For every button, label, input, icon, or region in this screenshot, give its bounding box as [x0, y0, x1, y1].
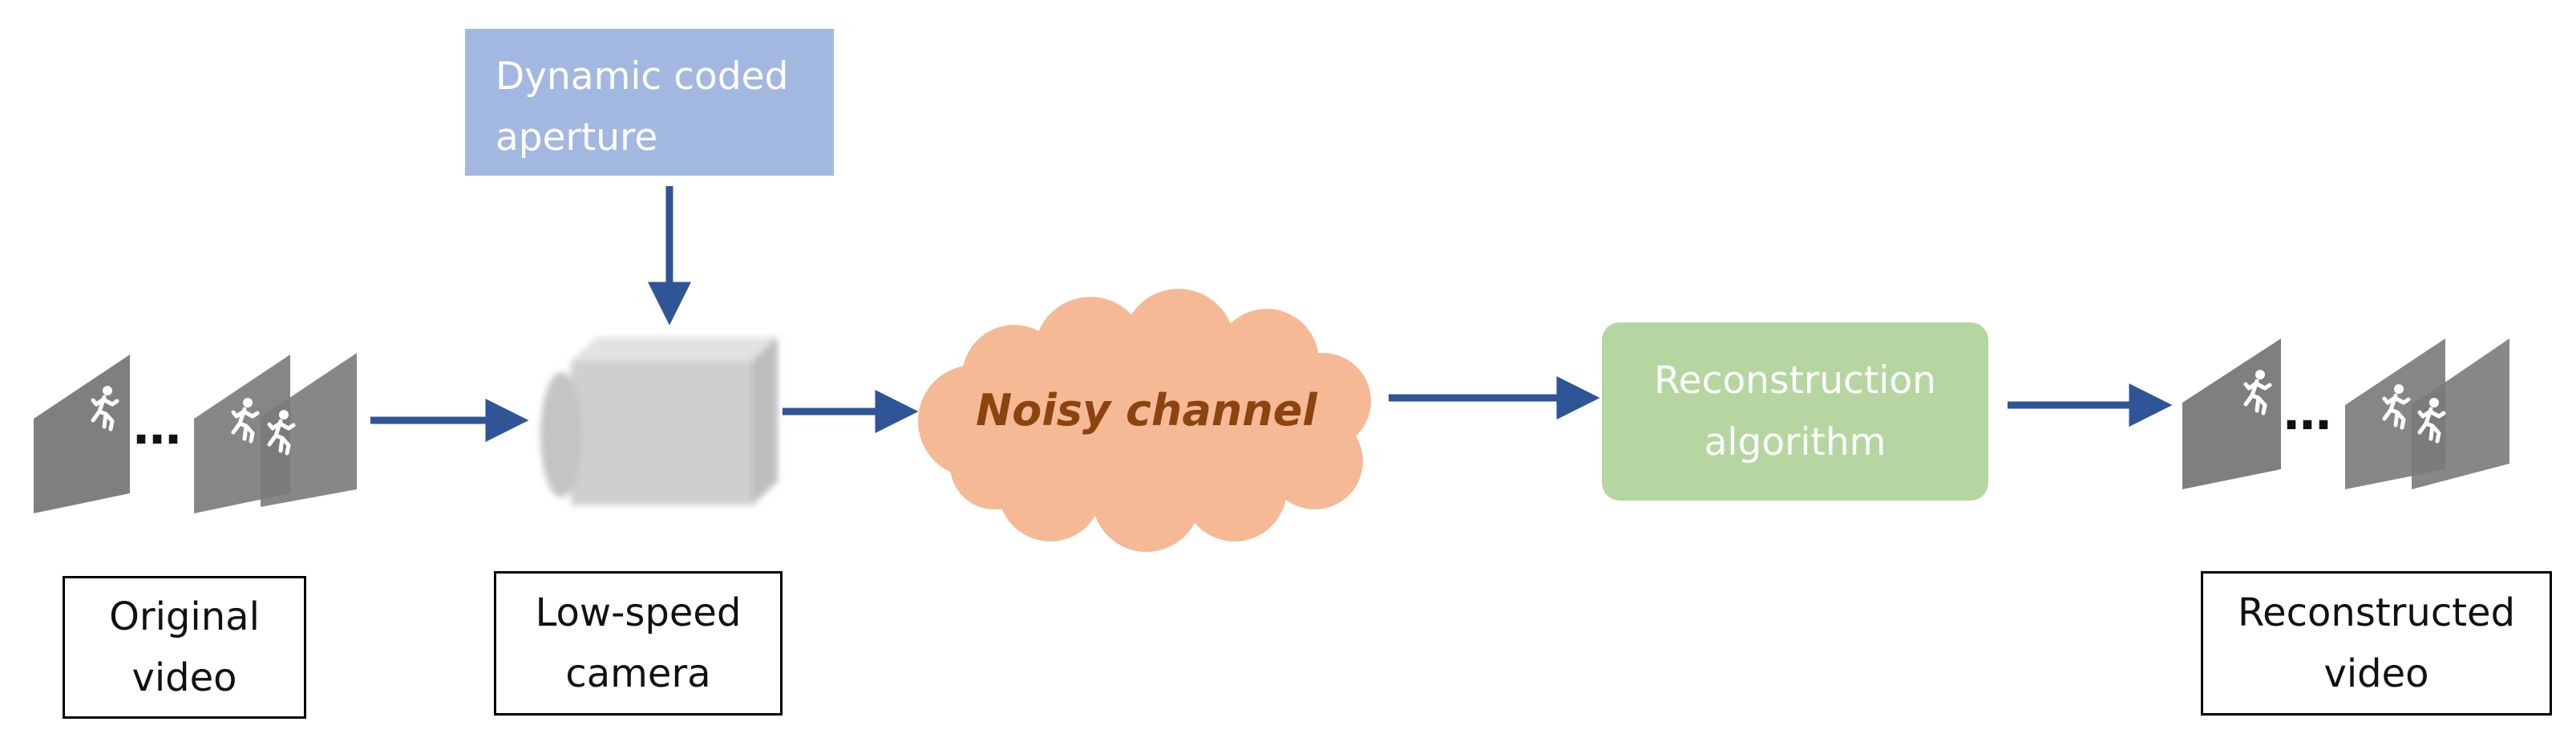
original-video-label: Original video [63, 576, 306, 719]
aperture-label-line1: Dynamic coded [495, 55, 789, 99]
frames-ellipsis: … [133, 399, 181, 456]
reconstruction-algorithm-box: Reconstruction algorithm [1602, 322, 1988, 501]
reconstructed-video-frames [2182, 339, 2509, 489]
noisy-channel-cloud [918, 289, 1371, 552]
aperture-label-line2: aperture [495, 116, 658, 160]
reconstruction-label-line1: Reconstruction [1654, 359, 1936, 403]
dynamic-coded-aperture-box: Dynamic coded aperture [465, 29, 834, 176]
reconstructed-video-label: Reconstructed video [2201, 571, 2552, 716]
camera-icon [540, 337, 778, 505]
video-frame [34, 355, 130, 513]
reconstructed-video-line2: video [2323, 651, 2429, 696]
video-frame [2412, 339, 2509, 489]
original-video-line2: video [131, 655, 237, 700]
original-video-frames [34, 353, 357, 513]
low-speed-camera-label: Low-speed camera [494, 571, 783, 716]
original-video-line1: Original [109, 594, 260, 639]
reconstructed-video-line1: Reconstructed [2237, 590, 2516, 635]
frames-ellipsis: … [2283, 385, 2331, 441]
camera-label-line2: camera [565, 651, 711, 696]
reconstruction-label-line2: algorithm [1704, 420, 1887, 464]
camera-label-line1: Low-speed [535, 590, 742, 635]
video-frame [2182, 339, 2281, 489]
video-frame [261, 353, 357, 507]
noisy-channel-label: Noisy channel [976, 385, 1317, 436]
